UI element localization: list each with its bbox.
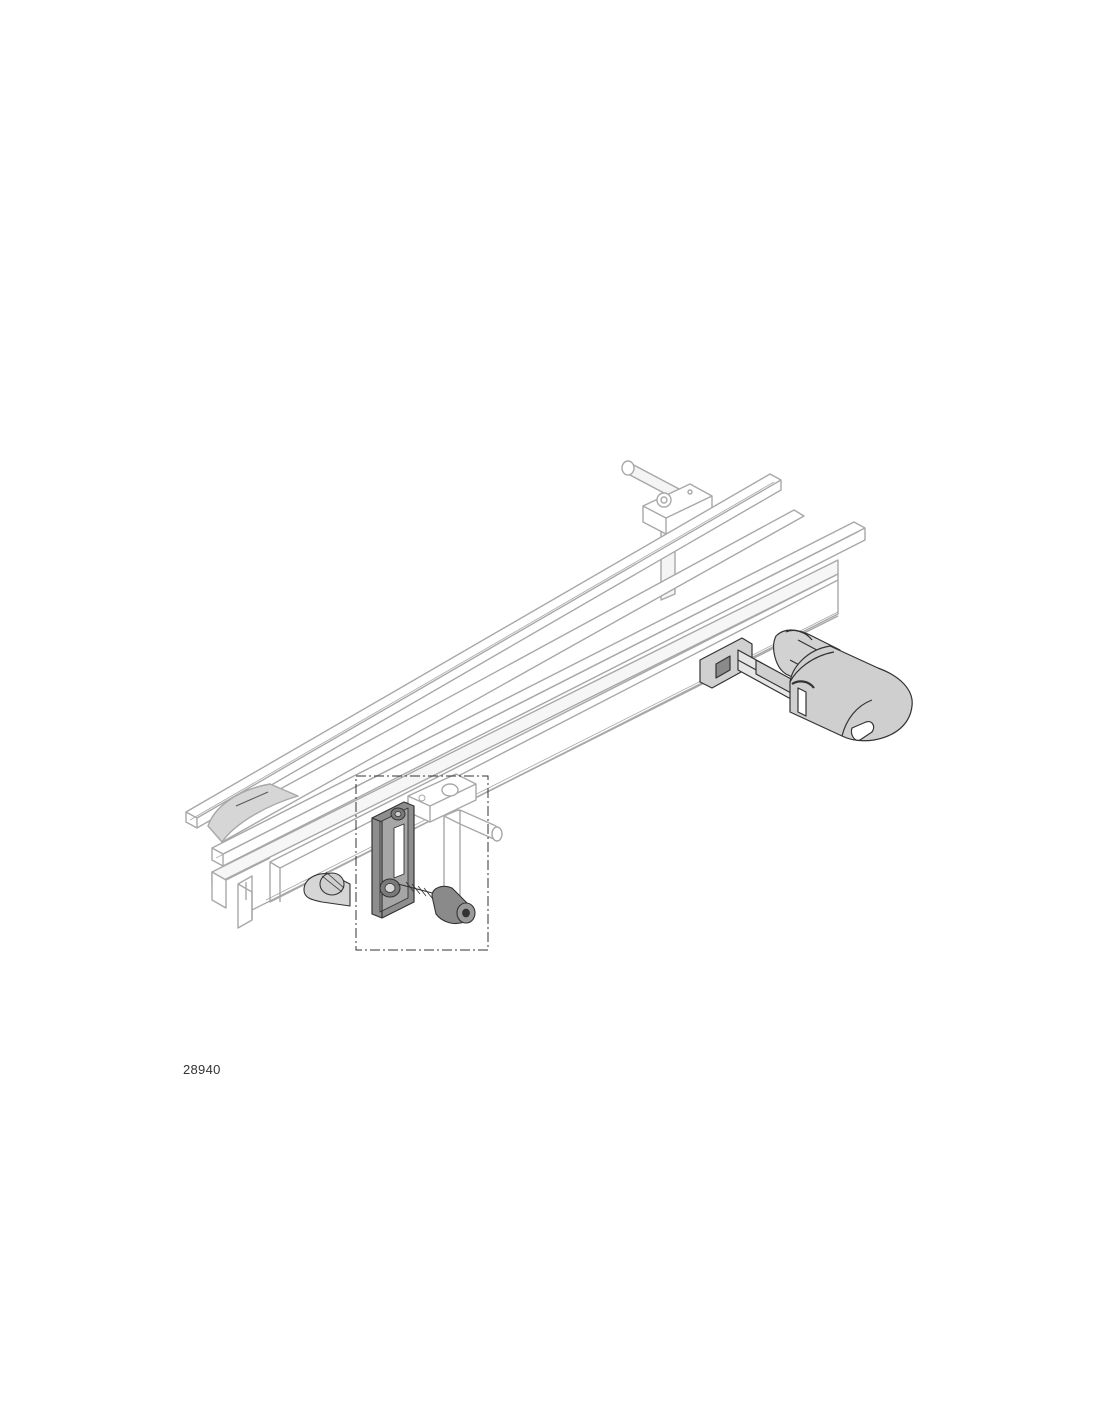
front-stand-bracket: [371, 773, 503, 925]
front-rail-profile: [211, 521, 866, 929]
figure-reference-number: 28940: [183, 1062, 221, 1077]
end-roller: [303, 871, 351, 907]
detail-frame: [355, 775, 489, 951]
drive-motor: [699, 629, 913, 742]
rear-rail-profile: [185, 473, 782, 829]
belt-band: [207, 509, 805, 843]
